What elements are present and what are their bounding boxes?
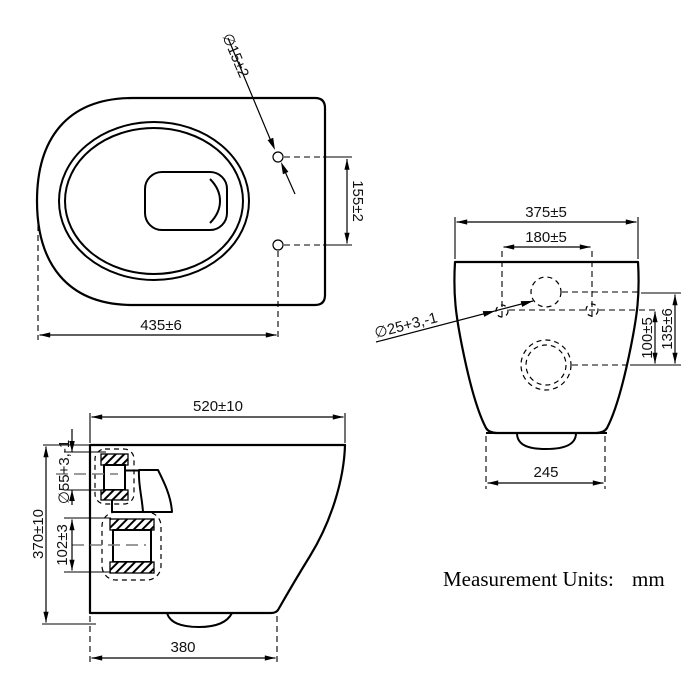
leader-arrow: [281, 162, 289, 175]
units-note: Measurement Units: mm: [443, 567, 665, 591]
leader-arrow: [520, 301, 533, 307]
units-value: mm: [632, 567, 665, 591]
leader-line: [375, 300, 534, 343]
leader-arrow: [267, 137, 275, 150]
dim-inlet-diameter: ∅55+3,-1: [56, 440, 73, 504]
seat-ring-outer: [58, 121, 250, 281]
seat-fixing-hole-top: [272, 151, 284, 163]
dim-overall-height: 370±10: [30, 509, 47, 559]
drain-pipe-bore: [112, 529, 152, 563]
bowl-drain-arc: [209, 178, 221, 224]
rear-outline: [453, 260, 640, 435]
dim-hinge-hole-spacing: 155±2: [349, 180, 366, 222]
dim-outlet-diameter: 102±3: [54, 524, 71, 566]
rear-view: 375±5 180±5 ∅25+3,-1 100±5 135±6 245: [373, 204, 681, 489]
dim-seat-length: 435±6: [140, 317, 182, 334]
dim-hole-diameter: ∅25+3,-1: [373, 309, 440, 342]
dim-arrow: [69, 490, 75, 501]
top-view: ∅15±2 155±2 435±6: [35, 31, 366, 340]
outlet-dome: [516, 432, 577, 450]
drain-pipe-wall-bottom: [109, 561, 155, 574]
flush-channel: [137, 469, 173, 513]
bowl-opening: [144, 171, 228, 231]
drain-inner: [525, 344, 567, 386]
inlet-pipe-hidden-outline: [94, 448, 135, 505]
flush-connector-lower: [111, 500, 143, 513]
seat-fixing-hole-bottom: [272, 239, 284, 251]
inlet-pipe-bore: [103, 464, 126, 491]
outlet-dome-side: [166, 612, 233, 628]
dim-top-to-outlet: 135±6: [659, 308, 676, 350]
dim-fixing-hole-spacing: 180±5: [525, 229, 567, 246]
drain-outer: [520, 339, 572, 391]
drain-pipe-hidden-outline: [101, 511, 162, 581]
seat-ring-inner: [64, 127, 244, 275]
side-view: 520±10 370±10 ∅55+3,-1 102±3 380: [30, 398, 347, 663]
dim-arrow: [69, 441, 75, 452]
drain-pipe-wall-top: [109, 518, 155, 531]
dim-seat-hole-diameter: ∅15±2: [218, 31, 252, 80]
water-inlet-hole: [530, 276, 562, 308]
dim-base-width: 245: [533, 464, 558, 481]
dim-overall-depth: 520±10: [193, 398, 243, 415]
dim-fixing-to-outlet: 100±5: [639, 317, 656, 359]
dim-overall-width: 375±5: [525, 204, 567, 221]
dim-base-depth: 380: [170, 639, 195, 656]
inlet-pipe-wall-bottom: [100, 489, 129, 501]
leader-arrow: [482, 311, 495, 317]
units-label: Measurement Units:: [443, 567, 614, 591]
inlet-pipe-wall-top: [100, 453, 129, 466]
leader-line: [227, 37, 274, 147]
side-outline: [88, 443, 347, 615]
plan-outline: [35, 96, 327, 307]
